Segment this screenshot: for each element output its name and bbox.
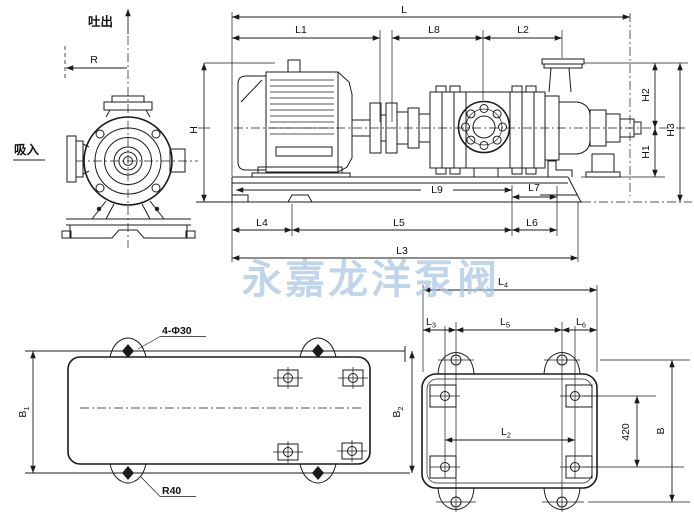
- dim-H3: H3: [665, 123, 677, 137]
- dim-L: L: [401, 4, 407, 16]
- dim-L9: L9: [431, 184, 443, 196]
- dim-B2: B2: [391, 406, 405, 417]
- dim-L8: L8: [428, 24, 440, 36]
- coupling: [369, 102, 431, 154]
- dim-L1: L1: [295, 24, 307, 36]
- pump-front-view: 吐出 R 吸入: [13, 8, 198, 248]
- dim-L7: L7: [528, 182, 540, 194]
- suction-flange: [66, 135, 90, 183]
- dim-H: H: [188, 126, 200, 134]
- baseplate-plan-right: L4 L3 L5 L6 L2: [421, 276, 690, 512]
- dim-L2: L2: [517, 24, 529, 36]
- suction-label: 吸入: [14, 143, 40, 157]
- pump-side-view: L L1 L8 L2 H2 H1 H3 H: [188, 4, 692, 262]
- baseplate-plan-left: B1 B2 4-Φ30 R40: [17, 325, 415, 497]
- pump-body-side: [429, 58, 642, 178]
- suction-flange-face: [457, 100, 511, 154]
- dim-L4-plan: L4: [498, 276, 508, 290]
- dim-420: 420: [620, 423, 632, 441]
- dim-holes-4xd30: 4-Φ30: [162, 325, 192, 337]
- dim-L5-plan: L5: [500, 316, 510, 330]
- dim-L4: L4: [256, 217, 268, 229]
- dim-B1: B1: [17, 406, 31, 417]
- dim-L2-plan: L2: [501, 426, 511, 440]
- dim-R: R: [90, 54, 98, 66]
- baseplate-outline-right: [421, 373, 598, 489]
- dim-L3: L3: [396, 245, 408, 257]
- dim-L3-plan: L3: [426, 316, 436, 330]
- side-view-dimensions: L L1 L8 L2 H2 H1 H3 H: [188, 4, 688, 262]
- watermark-text: 永嘉龙洋泵阀: [242, 258, 500, 302]
- dim-L6: L6: [526, 217, 538, 229]
- dim-L5: L5: [393, 217, 405, 229]
- baseplate-outline-left: [67, 356, 371, 465]
- dim-H1: H1: [640, 145, 652, 159]
- dim-B: B: [655, 427, 667, 434]
- dim-lug-radius-R40: R40: [162, 485, 181, 497]
- discharge-flange-side: [541, 58, 585, 65]
- bolt-pads-left-plan: [273, 367, 368, 463]
- dim-H2: H2: [640, 88, 652, 102]
- motor: [237, 59, 370, 178]
- drain-port: [169, 148, 186, 173]
- pedestal: [61, 200, 196, 239]
- discharge-label: 吐出: [88, 14, 113, 29]
- dim-L6-plan: L6: [576, 316, 586, 330]
- lifting-eye: [287, 59, 301, 73]
